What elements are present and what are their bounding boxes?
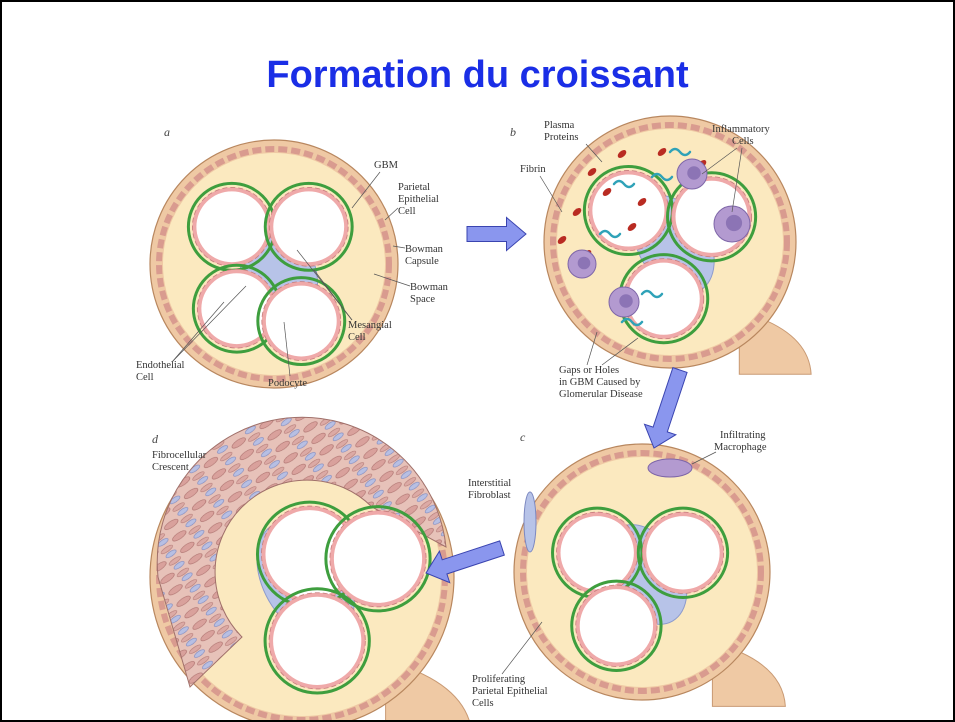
panel-a-letter: a [164,125,170,139]
inflammatory-nucleus [726,215,742,231]
inflammatory-label-2: Cells [732,136,754,147]
gaps-label-1: Gaps or Holes [559,365,619,376]
inflammatory-nucleus [578,257,591,270]
mesangial-label-2: Cell [348,332,366,343]
parietal-label-1: Parietal [398,182,430,193]
gaps-label-2: in GBM Caused by [559,377,641,388]
capillary-lumen [592,174,664,246]
macrophage-label-2: Macrophage [714,442,767,453]
capillary-lumen [201,273,272,344]
parietal-label-3: Cell [398,206,416,217]
plasma-label-2: Proteins [544,132,578,143]
space-label-1: Bowman [410,282,449,293]
mesangial-label-1: Mesangial [348,320,392,331]
proliferating-label-2: Parietal Epithelial [472,686,548,697]
panel-c-proliferation [514,444,785,706]
infiltrating-macrophage [648,459,692,477]
flow-arrow [467,218,526,251]
inflammatory-nucleus [619,294,633,308]
capillary-lumen [561,516,634,589]
panel-a-normal-glomerulus [150,140,398,388]
endothelial-label-1: Endothelial [136,360,184,371]
inflammatory-nucleus [687,166,701,180]
capsule-label-1: Bowman [405,244,444,255]
capsule-label-2: Capsule [405,256,439,267]
capillary-lumen [646,516,719,589]
fibroblast-label-1: Interstitial [468,478,511,489]
panel-b-gbm-damage [544,116,811,374]
fibrin-label: Fibrin [520,164,546,175]
plasma-label-1: Plasma [544,120,575,131]
endothelial-label-2: Cell [136,372,154,383]
panel-c-letter: c [520,430,526,444]
capillary-lumen [580,589,653,662]
fibroblast-label-2: Fibroblast [468,490,511,501]
macrophage-label-1: Infiltrating [720,430,766,441]
capillary-lumen [266,286,337,357]
gaps-label-3: Glomerular Disease [559,389,643,400]
capillary-lumen [273,597,361,685]
crescent-label-2: Crescent [152,462,189,473]
parietal-label-2: Epithelial [398,194,439,205]
space-label-2: Space [410,294,435,305]
capillary-lumen [273,191,344,262]
inflammatory-label-1: Inflammatory [712,124,770,135]
interstitial-fibroblast [524,492,536,552]
capillary-lumen [196,191,267,262]
crescent-label-1: Fibrocellular [152,450,207,461]
gbm-label: GBM [374,160,399,171]
proliferating-label-3: Cells [472,698,494,709]
capillary-lumen [334,515,422,603]
podocyte-label: Podocyte [268,378,307,389]
panel-d-letter: d [152,432,159,446]
flow-arrow [645,368,688,448]
panel-b-letter: b [510,125,516,139]
proliferating-label-1: Proliferating [472,674,526,685]
panel-d-crescent [150,417,472,720]
